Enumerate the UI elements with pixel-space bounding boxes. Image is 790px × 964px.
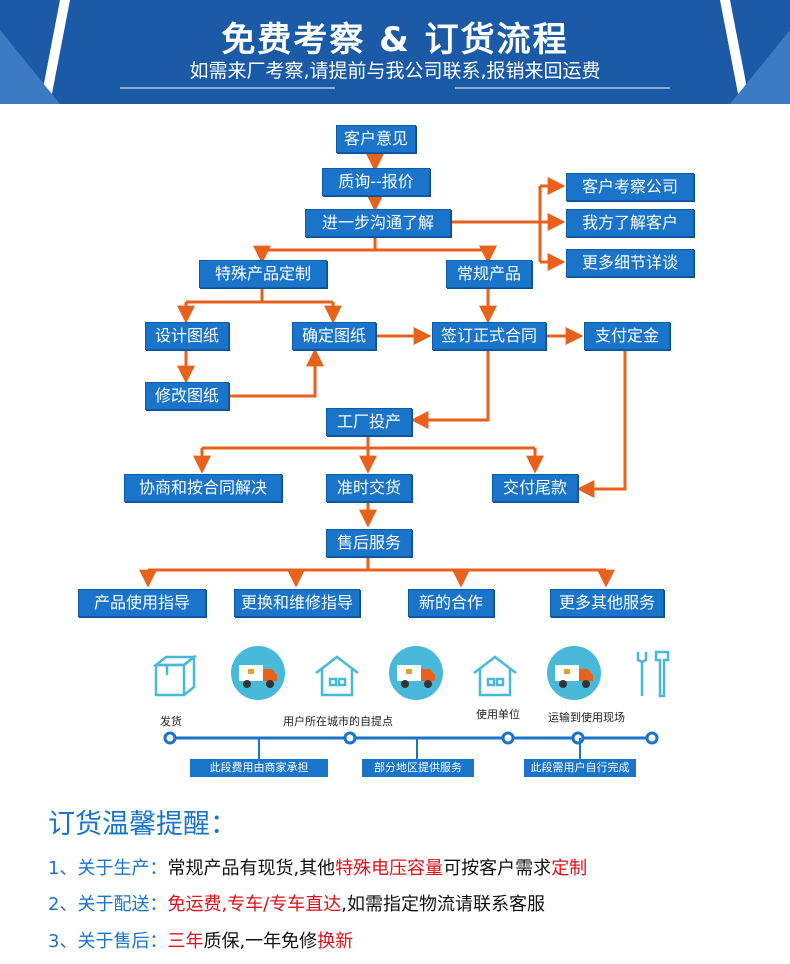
tip-highlight: 定制	[551, 858, 588, 879]
tip-text: 常规产品有现货,其他	[167, 858, 336, 879]
tip-text: 可按客户需求	[443, 858, 552, 879]
truck-icon	[547, 646, 601, 700]
page-subtitle: 如需来厂考察,请提前与我公司联系,报销来回运费	[189, 60, 601, 82]
flow-more-services: 更多其他服务	[550, 589, 664, 617]
flow-design-drawing: 设计图纸	[145, 322, 229, 350]
flow-sign-contract: 签订正式合同	[432, 322, 546, 350]
flow-on-time-delivery: 准时交货	[326, 474, 412, 502]
flow-confirm-drawing: 确定图纸	[292, 322, 376, 350]
flow-customer-opinion: 客户意见	[336, 125, 416, 153]
flow-pay-deposit: 支付定金	[584, 322, 670, 350]
box-icon	[152, 654, 198, 697]
house-icon	[315, 655, 359, 697]
flow-negotiate-solve: 协商和按合同解决	[124, 474, 282, 502]
logistics-label-ship: 发货	[160, 715, 182, 728]
logistics-label-pickup: 用户所在城市的自提点	[283, 715, 393, 728]
tips-title: 订货温馨提醒：	[48, 809, 237, 840]
flow-pay-balance: 交付尾款	[492, 474, 578, 502]
tip-highlight: 免运费,专车/专车直达	[167, 894, 342, 915]
logistics-label-user-unit: 使用单位	[476, 708, 520, 721]
truck-icon	[231, 646, 285, 700]
tip-highlight: 特殊电压容量	[335, 858, 444, 879]
segment-partial-service: 部分地区提供服务	[362, 759, 474, 777]
flow-more-details: 更多细节详谈	[566, 249, 694, 277]
flow-replace-repair: 更换和维修指导	[234, 589, 360, 617]
segment-merchant-cost: 此段费用由商家承担	[190, 759, 328, 777]
truck-icon	[389, 646, 443, 700]
tip-head: 2、关于配送：	[48, 894, 168, 915]
flow-consult-quote: 质询--报价	[322, 168, 430, 196]
flow-after-sales: 售后服务	[326, 529, 412, 557]
tip-head: 1、关于生产：	[48, 858, 168, 879]
tip-delivery: 2、关于配送：免运费,专车/专车直达,如需指定物流请联系客服	[48, 890, 545, 916]
segment-user-complete: 此段需用户自行完成	[524, 759, 636, 777]
flow-factory-production: 工厂投产	[326, 408, 412, 436]
tip-text: ,如需指定物流请联系客服	[341, 894, 545, 915]
tip-after-sales: 3、关于售后：三年质保,一年免修换新	[48, 927, 353, 953]
tools-icon	[636, 650, 670, 698]
logistics-label-site: 运输到使用现场	[548, 711, 625, 724]
tip-head: 3、关于售后：	[48, 931, 168, 952]
tip-text: 质保,一年免修	[203, 931, 318, 952]
house-icon	[473, 655, 517, 697]
tip-highlight: 换新	[317, 931, 354, 952]
flow-visit-company: 客户考察公司	[566, 173, 694, 201]
page-title: 免费考察 & 订货流程	[221, 20, 569, 60]
tip-production: 1、关于生产：常规产品有现货,其他特殊电压容量可按客户需求定制	[48, 854, 587, 880]
flow-new-cooperation: 新的合作	[408, 589, 494, 617]
flow-know-customer: 我方了解客户	[566, 209, 694, 237]
flow-further-communication: 进一步沟通了解	[305, 209, 451, 237]
flow-modify-drawing: 修改图纸	[145, 382, 229, 410]
tip-highlight: 三年	[167, 931, 204, 952]
flow-regular-product: 常规产品	[446, 260, 532, 288]
flow-special-product: 特殊产品定制	[199, 260, 327, 288]
header-banner	[0, 0, 790, 104]
flow-product-guide: 产品使用指导	[78, 589, 206, 617]
